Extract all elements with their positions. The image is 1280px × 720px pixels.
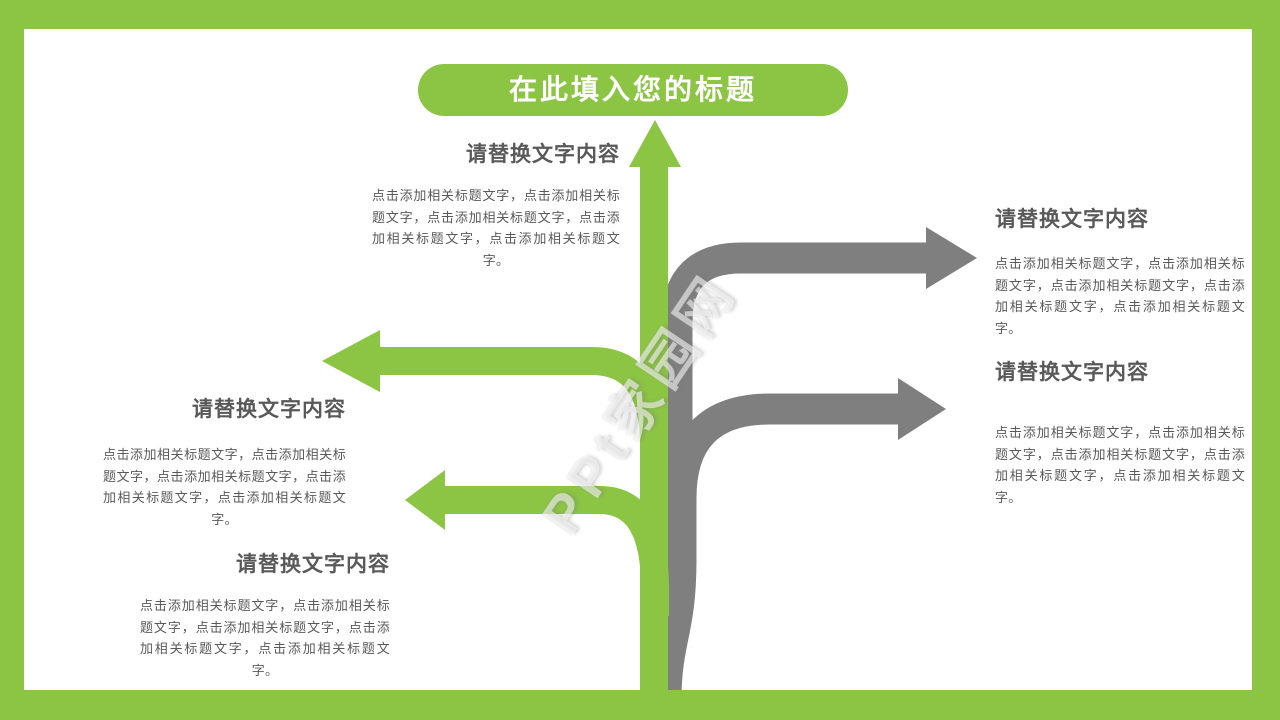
gray-branches [646,227,977,701]
block-body: 点击添加相关标题文字，点击添加相关标题文字，点击添加相关标题文字，点击添加相关标… [372,188,620,268]
block-heading: 请替换文字内容 [236,553,390,576]
up-arrow-icon [629,120,681,167]
left-arrow-icon [405,470,445,530]
text-block-left-bottom: 请替换文字内容 点击添加相关标题文字，点击添加相关标题文字，点击添加相关标题文字… [140,553,390,681]
text-block-right-lower: 请替换文字内容 点击添加相关标题文字，点击添加相关标题文字，点击添加相关标题文字… [995,361,1245,508]
left-arrow-icon [322,330,380,392]
gray-branch-lower-pipe [650,393,899,701]
text-block-top-center: 请替换文字内容 点击添加相关标题文字，点击添加相关标题文字，点击添加相关标题文字… [372,143,620,271]
text-block-left-middle: 请替换文字内容 点击添加相关标题文字，点击添加相关标题文字，点击添加相关标题文字… [103,398,346,530]
right-arrow-icon [898,378,946,440]
block-body: 点击添加相关标题文字，点击添加相关标题文字，点击添加相关标题文字，点击添加相关标… [103,447,346,527]
gray-branch-upper-pipe [646,242,927,701]
text-block-right-upper: 请替换文字内容 点击添加相关标题文字，点击添加相关标题文字，点击添加相关标题文字… [995,208,1245,339]
green-trunk-and-branches [322,120,681,700]
block-heading: 请替换文字内容 [995,208,1149,231]
green-branch-lower-pipe [444,486,669,616]
block-body: 点击添加相关标题文字，点击添加相关标题文字，点击添加相关标题文字，点击添加相关标… [995,425,1245,505]
block-body: 点击添加相关标题文字，点击添加相关标题文字，点击添加相关标题文字，点击添加相关标… [140,598,390,678]
right-arrow-icon [926,227,977,289]
block-heading: 请替换文字内容 [995,361,1149,384]
block-body: 点击添加相关标题文字，点击添加相关标题文字，点击添加相关标题文字，点击添加相关标… [995,256,1245,336]
green-branch-upper-pipe [379,347,668,472]
block-heading: 请替换文字内容 [466,143,620,166]
slide-title: 在此填入您的标题 [418,64,848,116]
block-heading: 请替换文字内容 [192,398,346,421]
